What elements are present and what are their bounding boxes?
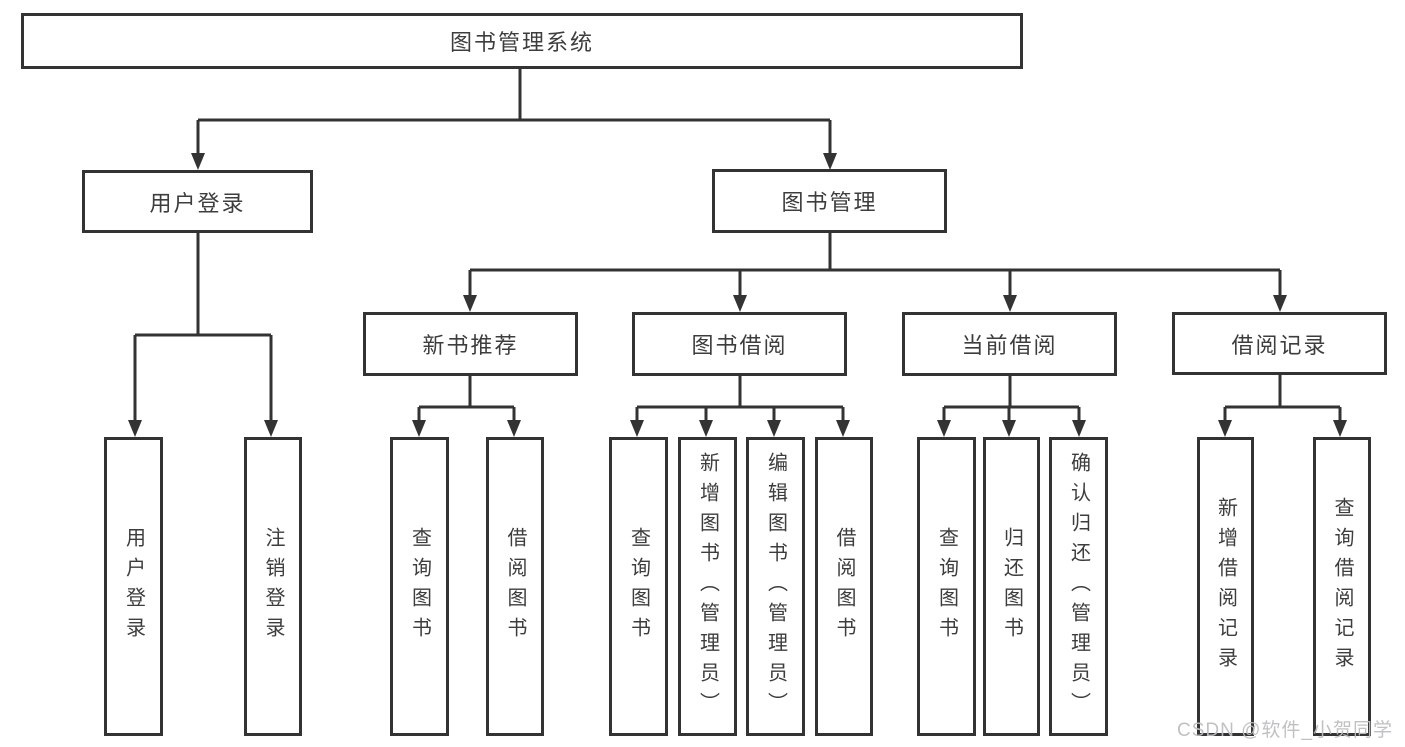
node-user-login-label: 用户登录 — [149, 190, 246, 216]
node-book-borrow: 图书借阅 — [632, 312, 847, 376]
node-current-borrow: 当前借阅 — [902, 312, 1117, 376]
leaf-edit-book-admin-label: 编辑图书（管理员） — [764, 451, 787, 722]
node-borrow-records: 借阅记录 — [1172, 312, 1387, 375]
node-book-management: 图书管理 — [712, 169, 947, 233]
leaf-query-books-3-label: 查询图书 — [935, 526, 958, 647]
leaf-logout-label: 注销登录 — [262, 526, 284, 647]
leaf-query-books-1-label: 查询图书 — [408, 526, 431, 647]
leaf-query-books-3: 查询图书 — [917, 437, 976, 736]
node-root-label: 图书管理系统 — [449, 30, 594, 55]
leaf-add-book-admin: 新增图书（管理员） — [678, 437, 737, 736]
leaf-add-book-admin-label: 新增图书（管理员） — [696, 451, 719, 722]
leaf-borrow-books-1-label: 借阅图书 — [504, 526, 526, 647]
node-book-management-label: 图书管理 — [781, 190, 878, 215]
leaf-borrow-books-2: 借阅图书 — [815, 437, 873, 736]
node-user-login: 用户登录 — [82, 170, 313, 233]
leaf-query-borrow-record: 查询借阅记录 — [1313, 437, 1371, 736]
node-root: 图书管理系统 — [21, 13, 1023, 69]
node-borrow-records-label: 借阅记录 — [1231, 332, 1328, 358]
csdn-watermark: CSDN @软件_小贺同学 — [1177, 720, 1393, 741]
arrowheads — [128, 153, 1347, 437]
leaf-query-books-1: 查询图书 — [390, 437, 449, 736]
node-book-borrow-label: 图书借阅 — [691, 333, 788, 358]
leaf-return-book-label: 归还图书 — [1000, 526, 1023, 647]
leaf-confirm-return-admin-label: 确认归还（管理员） — [1067, 451, 1090, 722]
leaf-query-borrow-record-label: 查询借阅记录 — [1331, 496, 1353, 677]
leaf-user-login: 用户登录 — [104, 437, 163, 736]
leaf-edit-book-admin: 编辑图书（管理员） — [746, 437, 805, 736]
node-current-borrow-label: 当前借阅 — [961, 333, 1058, 358]
leaf-confirm-return-admin: 确认归还（管理员） — [1049, 437, 1108, 736]
leaf-query-books-2-label: 查询图书 — [627, 526, 650, 647]
node-new-book-recommend: 新书推荐 — [363, 312, 578, 376]
leaf-return-book: 归还图书 — [983, 437, 1040, 736]
leaf-borrow-books-2-label: 借阅图书 — [833, 526, 855, 647]
node-new-book-recommend-label: 新书推荐 — [422, 333, 519, 358]
leaf-add-borrow-record: 新增借阅记录 — [1197, 437, 1254, 736]
leaf-query-books-2: 查询图书 — [609, 437, 668, 736]
leaf-user-login-label: 用户登录 — [122, 526, 145, 647]
leaf-logout: 注销登录 — [244, 437, 302, 736]
leaf-borrow-books-1: 借阅图书 — [486, 437, 544, 736]
leaf-add-borrow-record-label: 新增借阅记录 — [1214, 496, 1237, 677]
